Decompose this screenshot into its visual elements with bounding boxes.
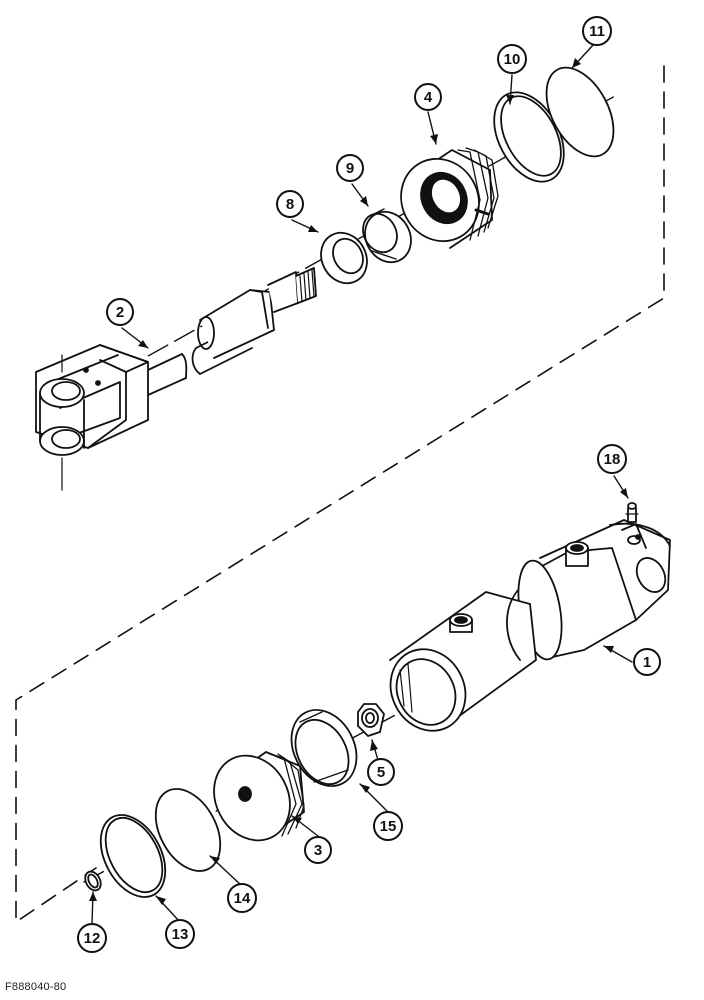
callout-13: 13 bbox=[165, 919, 195, 949]
svg-text:12: 12 bbox=[84, 930, 101, 947]
rod-seal-part bbox=[362, 208, 412, 264]
svg-text:11: 11 bbox=[589, 23, 605, 40]
callout-10: 10 bbox=[497, 44, 527, 74]
svg-text:5: 5 bbox=[377, 764, 385, 781]
assembly-boundary bbox=[15, 65, 665, 923]
callout-5: 5 bbox=[367, 758, 395, 786]
o-ring-part bbox=[545, 66, 615, 158]
svg-text:1: 1 bbox=[643, 654, 651, 671]
callout-4: 4 bbox=[414, 83, 442, 111]
callout-12: 12 bbox=[77, 923, 107, 953]
svg-text:10: 10 bbox=[504, 51, 521, 68]
callout-2: 2 bbox=[106, 298, 134, 326]
grease-fitting-part bbox=[625, 502, 639, 523]
leader-arrowheads bbox=[89, 58, 628, 905]
callout-15: 15 bbox=[373, 811, 403, 841]
small-o-ring-part bbox=[84, 870, 102, 892]
svg-text:3: 3 bbox=[314, 842, 322, 859]
gland-part bbox=[400, 147, 499, 249]
callout-11: 11 bbox=[582, 16, 612, 46]
svg-text:13: 13 bbox=[172, 926, 189, 943]
svg-text:9: 9 bbox=[346, 160, 354, 177]
wiper-seal-part bbox=[320, 231, 368, 285]
callout-18: 18 bbox=[597, 444, 627, 474]
piston-part bbox=[213, 751, 305, 842]
callout-9: 9 bbox=[336, 154, 364, 182]
wear-ring-part bbox=[290, 709, 358, 787]
svg-text:8: 8 bbox=[286, 196, 294, 213]
svg-text:2: 2 bbox=[116, 304, 124, 321]
svg-text:4: 4 bbox=[424, 89, 433, 106]
cylinder-barrel-part bbox=[389, 519, 671, 732]
callout-14: 14 bbox=[227, 883, 257, 913]
piston-rod-part bbox=[35, 267, 317, 491]
figure-code: F888040-80 bbox=[5, 981, 67, 993]
callout-8: 8 bbox=[276, 190, 304, 218]
piston-ring-part bbox=[99, 814, 167, 898]
svg-text:15: 15 bbox=[380, 818, 397, 835]
callout-3: 3 bbox=[304, 836, 332, 864]
piston-seal-part bbox=[154, 788, 222, 872]
callout-1: 1 bbox=[633, 648, 661, 676]
callouts: 2 8 9 4 10 11 18 1 bbox=[77, 16, 661, 953]
svg-text:18: 18 bbox=[604, 451, 621, 468]
svg-text:14: 14 bbox=[234, 890, 251, 907]
nut-part bbox=[357, 703, 385, 737]
